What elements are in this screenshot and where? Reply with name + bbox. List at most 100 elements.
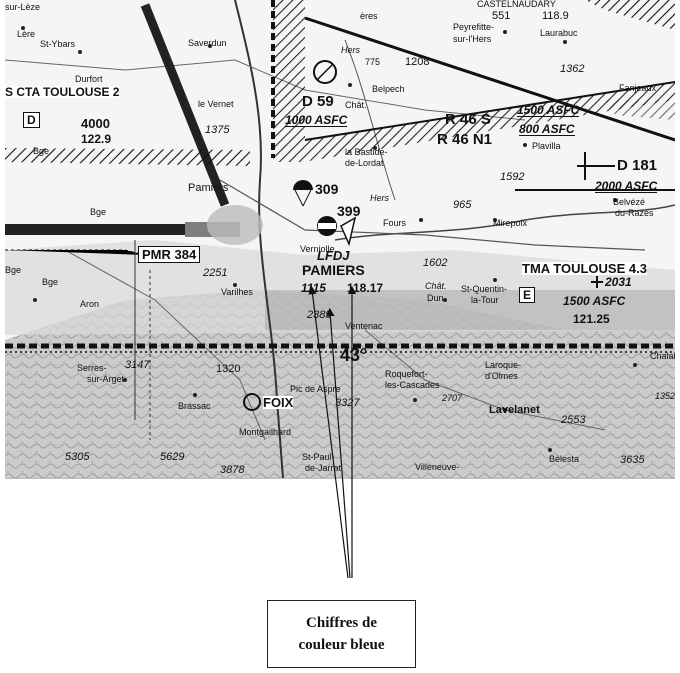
elev-2031: 2031 bbox=[605, 275, 632, 289]
place-mirepoix: Mirepoix bbox=[493, 218, 528, 228]
tma-frequency: 121.25 bbox=[573, 312, 610, 326]
place-dun: Dun bbox=[427, 293, 444, 303]
place-plavilla: Plavilla bbox=[532, 141, 561, 151]
d181-altitude: 2000 ASFC bbox=[595, 179, 658, 193]
elev-3327: 3327 bbox=[335, 397, 360, 409]
cta-boundary-line bbox=[140, 3, 230, 207]
elev-965: 965 bbox=[453, 199, 472, 211]
place-st-paul-2: de-Jarrat bbox=[305, 463, 342, 473]
airfield-freq-1: 1115 bbox=[301, 281, 326, 295]
elev-1320: 1320 bbox=[216, 363, 241, 375]
aeronautical-chart-map: sur-Lèze ères CASTELNAUDARY 551 118.9 Pe… bbox=[5, 0, 675, 479]
elev-2389: 2389 bbox=[307, 309, 332, 321]
river-hers-label-2: Hers bbox=[370, 193, 390, 203]
place-vernajoul: Verniolle bbox=[300, 244, 335, 254]
elev-1602: 1602 bbox=[423, 257, 448, 269]
place-belesta: Bélesta bbox=[549, 454, 580, 464]
chat-label-1: Chât. bbox=[345, 100, 367, 110]
elev-399: 399 bbox=[337, 203, 361, 219]
place-aron-bge: Bge bbox=[42, 277, 59, 287]
cta-frequency: 122.9 bbox=[81, 132, 112, 146]
place-belpech: Belpech bbox=[372, 84, 405, 94]
place-eres: ères bbox=[360, 11, 378, 21]
elev-2251: 2251 bbox=[203, 267, 228, 279]
legend-line-1: Chiffres de bbox=[306, 615, 377, 631]
place-varilhes: Varilhes bbox=[221, 287, 253, 297]
place-bge-3: Bge bbox=[5, 265, 22, 275]
river-hers-label-1: Hers bbox=[341, 45, 361, 55]
elev-1592: 1592 bbox=[500, 171, 525, 183]
place-fanjeaux: Fanjeaux bbox=[619, 83, 657, 93]
elev-2707: 2707 bbox=[442, 393, 463, 403]
place-sur-hers: sur-l'Hers bbox=[453, 34, 492, 44]
hatched-boundary-r46 bbox=[273, 0, 675, 162]
place-belvezee: Belvézé bbox=[613, 197, 646, 207]
place-du-razes: du-Razès bbox=[615, 208, 654, 218]
latitude-43-label: 43° bbox=[340, 345, 368, 365]
elev-551: 551 bbox=[492, 10, 511, 22]
place-lavelanet: Lavelanet bbox=[489, 404, 540, 416]
elev-1375: 1375 bbox=[205, 124, 230, 136]
elev-3878: 3878 bbox=[220, 464, 245, 476]
place-durfort: Durfort bbox=[75, 74, 103, 84]
river-hers bbox=[334, 204, 675, 241]
place-pic-aspre: Pic de Aspre bbox=[290, 384, 341, 394]
place-la-bastide: la Bastide- bbox=[345, 147, 388, 157]
legend-line-2: couleur bleue bbox=[298, 637, 385, 653]
r46n1-name: R 46 N1 bbox=[437, 131, 493, 148]
chat-label-2: Chât. bbox=[425, 281, 447, 291]
place-bge-2: Bge bbox=[90, 207, 107, 217]
place-chalabre: Chalabre bbox=[650, 351, 675, 361]
place-serres-1: Serres- bbox=[77, 363, 107, 373]
place-lere: Lère bbox=[17, 29, 36, 39]
elev-3147: 3147 bbox=[125, 359, 150, 371]
place-aron: Aron bbox=[80, 299, 100, 309]
cta-altitude: 4000 bbox=[81, 116, 110, 131]
r46s-name: R 46 S bbox=[445, 111, 491, 128]
place-foix: FOIX bbox=[263, 395, 294, 410]
elev-1352: 1352 bbox=[655, 391, 675, 401]
place-ventenac: Ventenac bbox=[345, 321, 383, 331]
place-laroque-2: d'Olmes bbox=[485, 371, 518, 381]
hatched-boundary-west bbox=[5, 148, 250, 166]
parachute-symbol bbox=[340, 216, 357, 247]
danger-area-symbol bbox=[313, 60, 337, 84]
tma-altitude: 1500 ASFC bbox=[563, 294, 626, 308]
elev-309: 309 bbox=[315, 181, 339, 197]
place-roquefort-1: Roquefort- bbox=[385, 369, 428, 379]
legend-box: Chiffres de couleur bleue bbox=[267, 600, 416, 668]
elev-1208: 1208 bbox=[405, 56, 430, 68]
foothills-shading bbox=[5, 240, 675, 335]
airfield-icao: LFDJ bbox=[317, 248, 350, 263]
place-peyrefitte: Peyrefitte- bbox=[453, 22, 495, 32]
boundary-north-east bbox=[304, 16, 675, 142]
place-villeneuve: Villeneuve- bbox=[415, 462, 460, 472]
elev-1189: 118.9 bbox=[542, 10, 569, 22]
place-roquefort-2: les-Cascades bbox=[385, 380, 440, 390]
r46s-altitude: 1500 ASFC bbox=[517, 103, 580, 117]
place-laurabuc: Laurabuc bbox=[540, 28, 578, 38]
pmr-label: PMR 384 bbox=[138, 246, 201, 263]
place-fours: Fours bbox=[383, 218, 407, 228]
elev-5305: 5305 bbox=[65, 451, 90, 463]
tma-name: TMA TOULOUSE 4.3 bbox=[522, 261, 647, 276]
place-brassac: Brassac bbox=[178, 401, 211, 411]
elev-3635: 3635 bbox=[620, 454, 645, 466]
airfield-freq-2: 118.17 bbox=[347, 281, 384, 295]
cta-name: S CTA TOULOUSE 2 bbox=[5, 85, 120, 99]
d59-altitude: 1000 ASFC bbox=[285, 113, 348, 127]
place-bge-1: Bge bbox=[33, 146, 50, 156]
d181-name: D 181 bbox=[617, 157, 658, 174]
d59-name: D 59 bbox=[302, 93, 334, 110]
place-st-quentin-2: la-Tour bbox=[471, 295, 499, 305]
river-ariege bbox=[234, 0, 284, 478]
place-castelnaudary: CASTELNAUDARY bbox=[477, 0, 556, 9]
approach-axis-bar bbox=[5, 224, 185, 235]
place-saverdun: Saverdun bbox=[188, 38, 227, 48]
place-sur-leze: sur-Lèze bbox=[5, 2, 41, 12]
tma-class: E bbox=[519, 287, 536, 303]
r46n1-altitude: 800 ASFC bbox=[519, 122, 575, 136]
elev-775: 775 bbox=[365, 57, 381, 67]
place-st-paul-1: St-Paul- bbox=[302, 452, 335, 462]
place-st-ybars: St-Ybars bbox=[40, 39, 76, 49]
